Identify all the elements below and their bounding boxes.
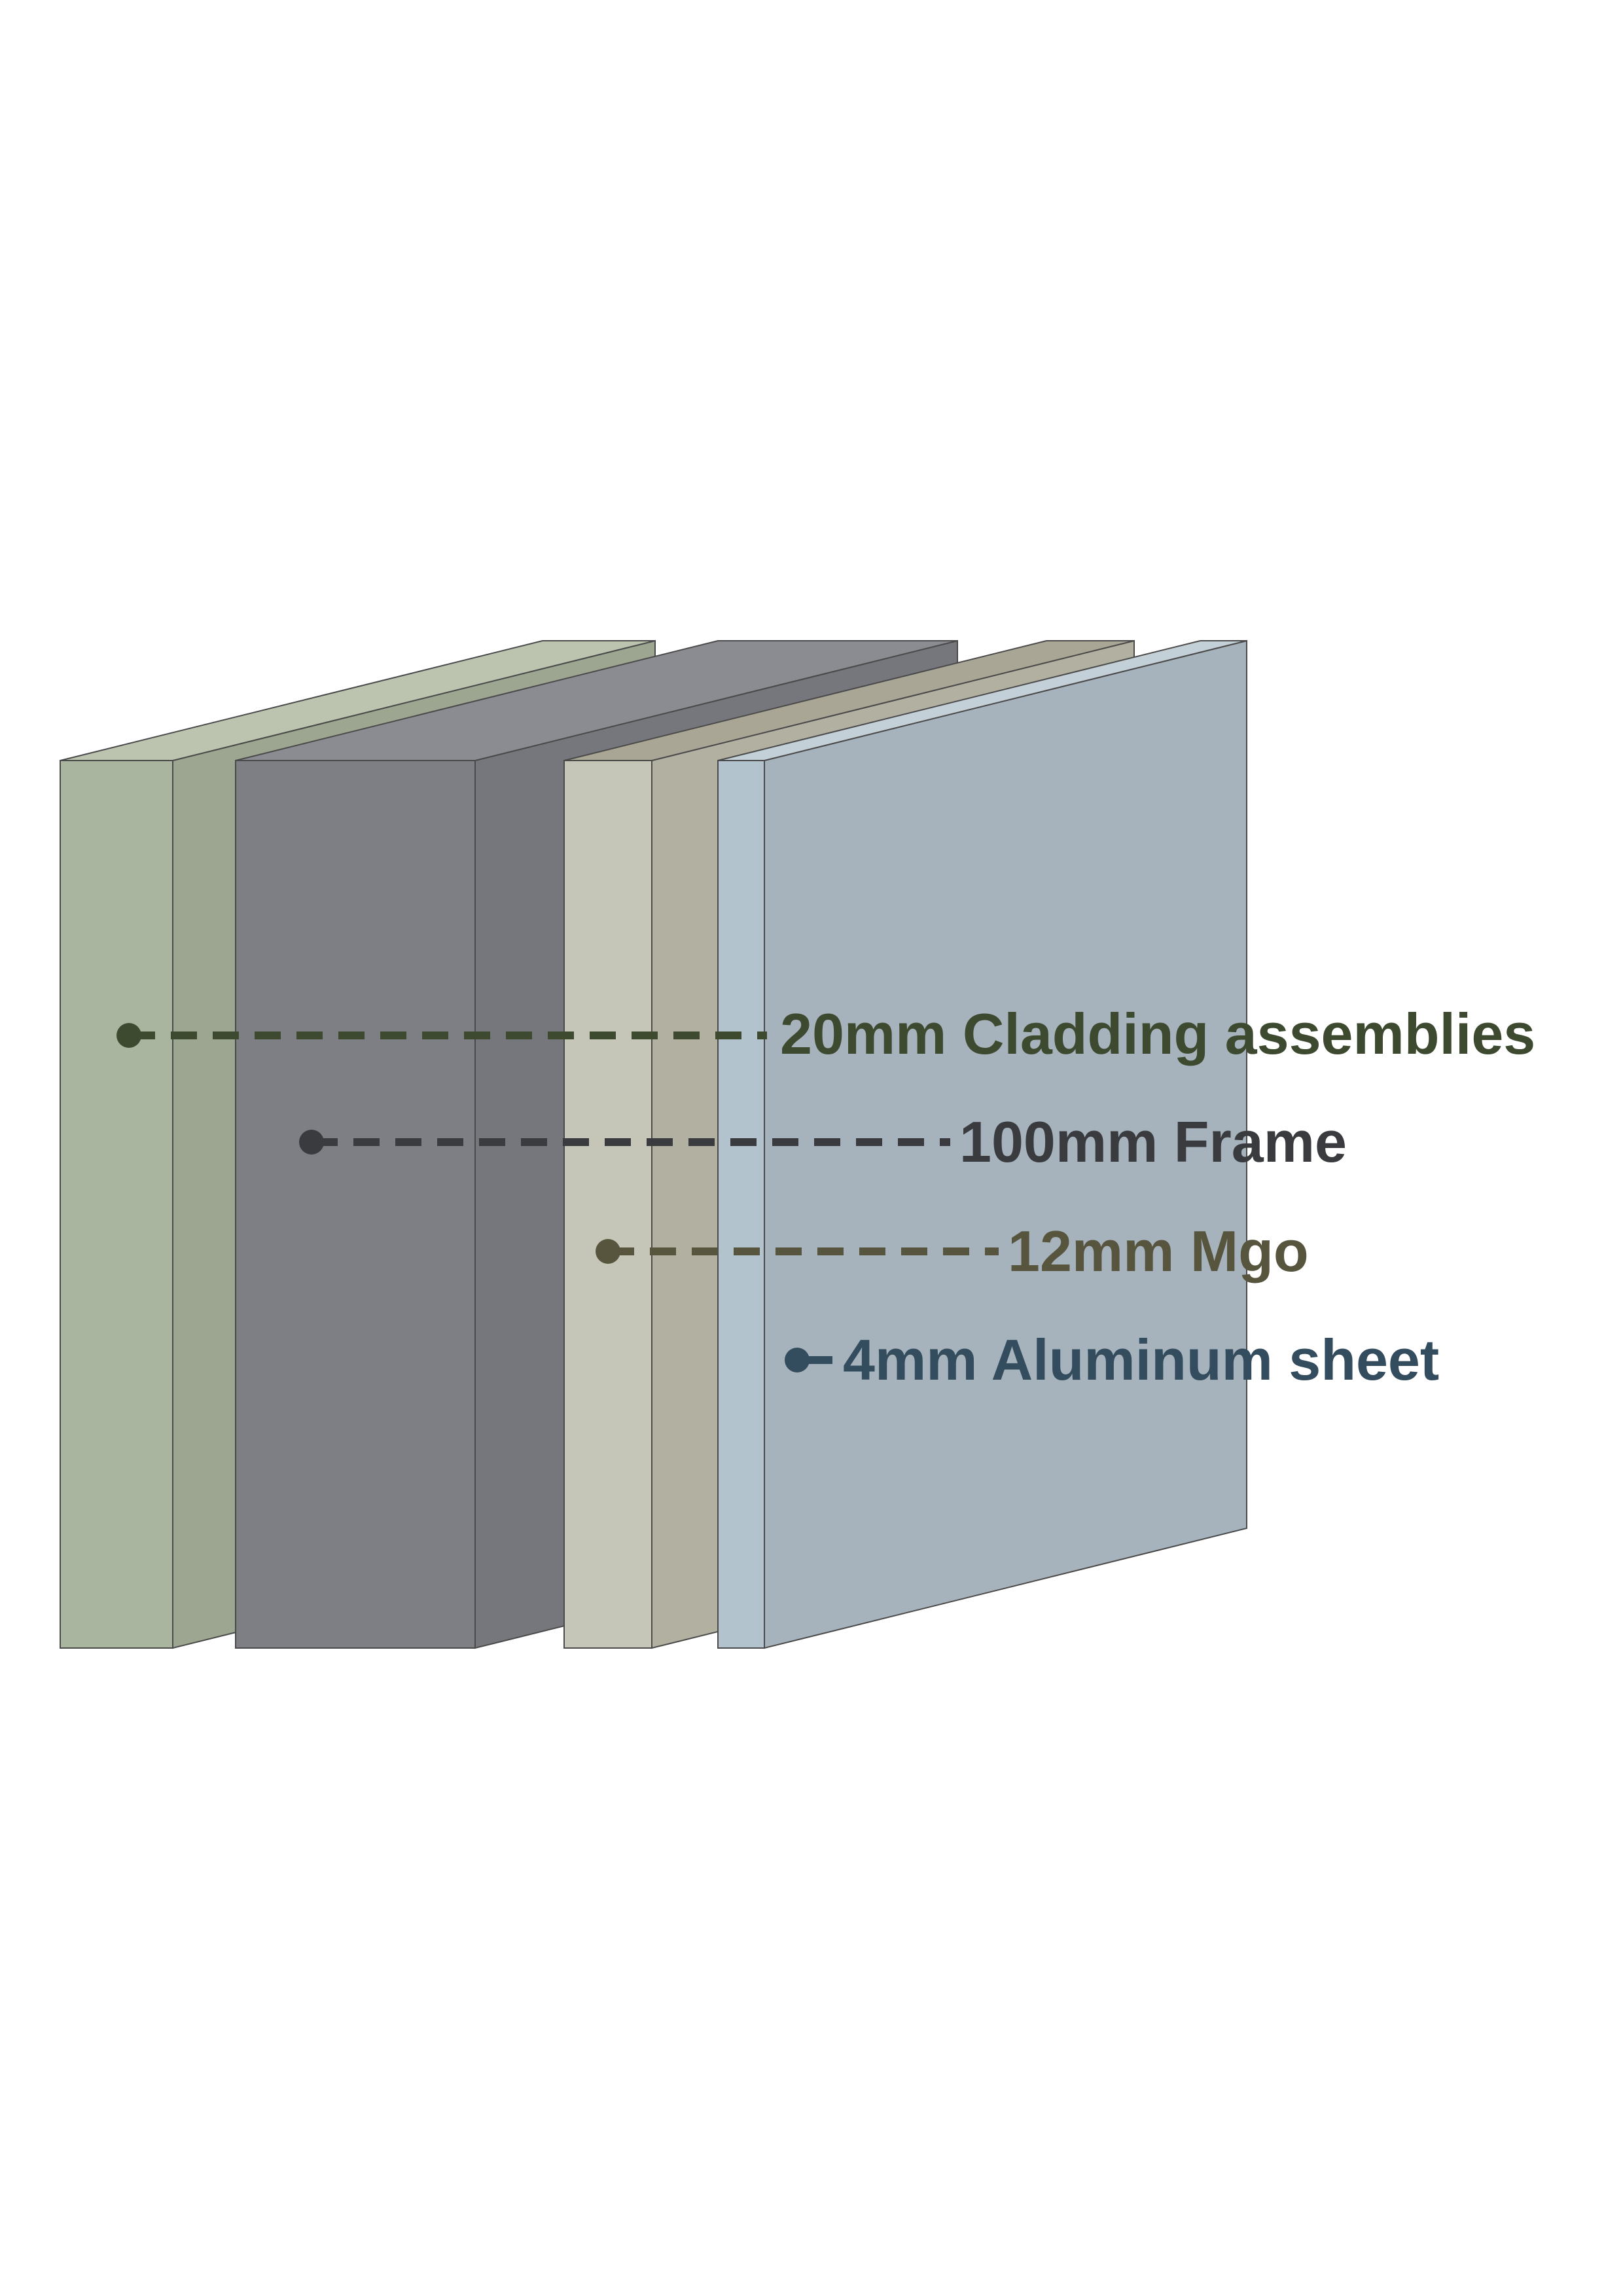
leader-dot-aluminum [785,1348,810,1372]
callouts: 20mm Cladding assemblies 100mm Frame 12m… [116,1001,1535,1392]
panel-front-mgo [563,760,652,1649]
layer-label-mgo: 12mm Mgo [1008,1219,1309,1283]
layer-label-frame: 100mm Frame [959,1109,1347,1174]
layer-label-cladding: 20mm Cladding assemblies [780,1001,1535,1066]
layer-label-aluminum: 4mm Aluminum sheet [843,1327,1439,1392]
leader-dot-frame [299,1130,324,1155]
panel-front-cladding [60,760,173,1649]
leader-dot-mgo [596,1239,620,1264]
panel-front-aluminum [717,760,765,1649]
leader-dot-cladding [116,1023,141,1048]
panels [60,639,1247,1649]
panel-front-frame [235,760,476,1649]
